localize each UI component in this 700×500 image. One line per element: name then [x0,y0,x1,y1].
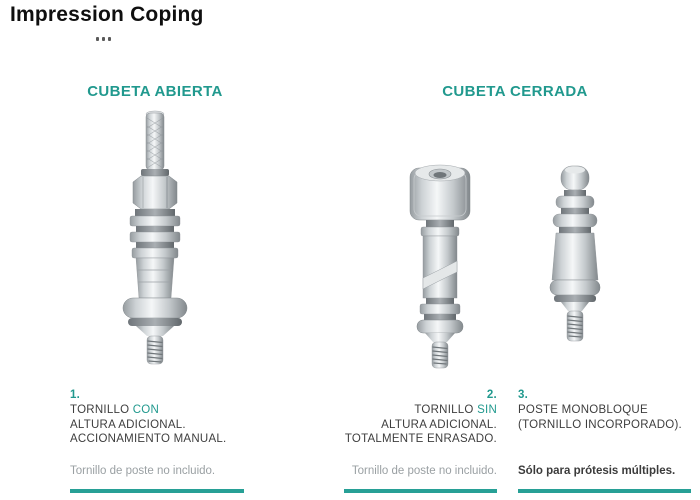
note-2: Tornillo de poste no incluido. [351,465,497,477]
accent-bar-1 [70,489,244,493]
spec-block-3: 3. POSTE MONOBLOQUE (TORNILLO INCORPORAD… [518,388,694,432]
spec-line-highlight: SIN [477,404,497,416]
accent-bar-2 [344,489,497,493]
spec-line-text: TORNILLO [70,404,133,416]
item-number: 2. [486,389,497,401]
spec-line: TOTALMENTE ENRASADO. [344,433,497,445]
note-3: Sólo para prótesis múltiples. [518,465,676,477]
item-number: 3. [518,389,529,401]
spec-line: POSTE MONOBLOQUE [518,404,648,416]
spec-block-2: 2. TORNILLO SIN ALTURA ADICIONAL. TOTALM… [322,388,497,447]
spec-block-1: 1. TORNILLO CON ALTURA ADICIONAL. ACCION… [70,388,246,447]
spec-line: TORNILLO CON [70,403,246,418]
note-1: Tornillo de poste no incluido. [70,465,216,477]
spec-line: TORNILLO SIN [322,403,497,418]
item-number: 1. [70,389,81,401]
header-cubeta-abierta: CUBETA ABIERTA [87,83,223,100]
spec-line: ALTURA ADICIONAL. [70,418,186,431]
spec-line: ACCIONAMIENTO MANUAL. [70,433,227,445]
closed-tray-coping-image [409,164,471,369]
clipped-text-fragment [96,37,111,41]
monobloc-post-image [549,165,601,342]
page-title: Impression Coping [10,3,204,26]
spec-line-text: TORNILLO [414,404,478,416]
accent-bar-3 [518,489,691,493]
spec-line: (TORNILLO INCORPORADO). [518,418,682,431]
open-tray-coping-image [122,110,188,365]
spec-line-highlight: CON [132,404,160,416]
header-cubeta-cerrada: CUBETA CERRADA [442,83,588,100]
spec-line: ALTURA ADICIONAL. [381,418,497,431]
